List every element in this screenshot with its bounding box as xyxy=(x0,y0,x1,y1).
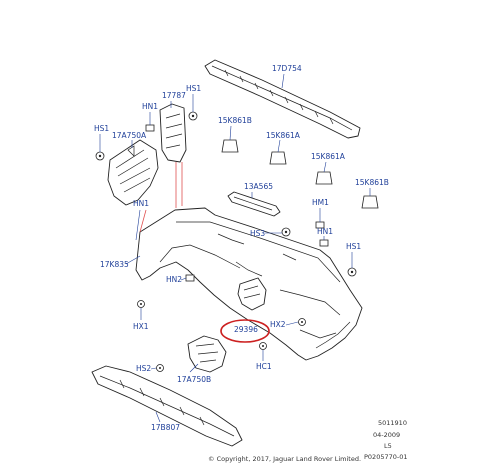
label-hn2: HN2 xyxy=(166,275,182,284)
label-17A750A: 17A750A xyxy=(112,131,147,140)
label-hc1: HC1 xyxy=(256,362,272,371)
footer-ref-number: 5011910 xyxy=(378,419,407,427)
bracket-17787 xyxy=(159,103,187,163)
highlight-ellipse xyxy=(220,319,270,343)
footer: 5011910 04-2009 L5 P0205770-01 © Copyrig… xyxy=(208,419,408,463)
label-17A750B: 17A750B xyxy=(177,375,211,384)
part-labels: 17D754 17787 HS1 HN1 HS1 17A750A 15K861B… xyxy=(94,64,389,432)
label-hs1-right: HS1 xyxy=(346,242,361,251)
label-hs2: HS2 xyxy=(136,364,151,373)
footer-image-id: P0205770-01 xyxy=(364,453,408,461)
bracket-17A750B xyxy=(187,335,227,373)
label-15K861B-b: 15K861B xyxy=(355,178,389,187)
bracket-29396 xyxy=(237,277,267,311)
bracket-17A750A xyxy=(107,139,159,206)
label-hn1-left: HN1 xyxy=(142,102,158,111)
label-hn1-right: HN1 xyxy=(317,227,333,236)
label-15K861A-a: 15K861A xyxy=(266,131,301,140)
footer-copyright: © Copyright, 2017, Jaguar Land Rover Lim… xyxy=(208,455,361,463)
rear-upper-rail xyxy=(204,59,361,139)
label-hs1-top: HS1 xyxy=(186,84,201,93)
label-17787: 17787 xyxy=(162,91,186,100)
reflector-13A565 xyxy=(227,191,281,217)
label-hs1-left: HS1 xyxy=(94,124,109,133)
footer-code: L5 xyxy=(384,442,392,450)
valance-17B807 xyxy=(91,365,243,447)
label-29396: 29396 xyxy=(234,325,258,334)
footer-date: 04-2009 xyxy=(373,431,400,439)
leader-lines xyxy=(99,73,371,423)
label-hx1: HX1 xyxy=(133,322,149,331)
label-17D754: 17D754 xyxy=(272,64,302,73)
fastener-clips xyxy=(95,111,379,372)
label-hn1-mid: HN1 xyxy=(133,199,149,208)
label-15K861B-a: 15K861B xyxy=(218,116,252,125)
label-15K861A-b: 15K861A xyxy=(311,152,346,161)
label-hm1: HM1 xyxy=(312,198,329,207)
label-17K835: 17K835 xyxy=(100,260,129,269)
label-hx2: HX2 xyxy=(270,320,286,329)
label-hs3: HS3 xyxy=(250,229,265,238)
label-17B807: 17B807 xyxy=(151,423,180,432)
label-13A565: 13A565 xyxy=(244,182,273,191)
